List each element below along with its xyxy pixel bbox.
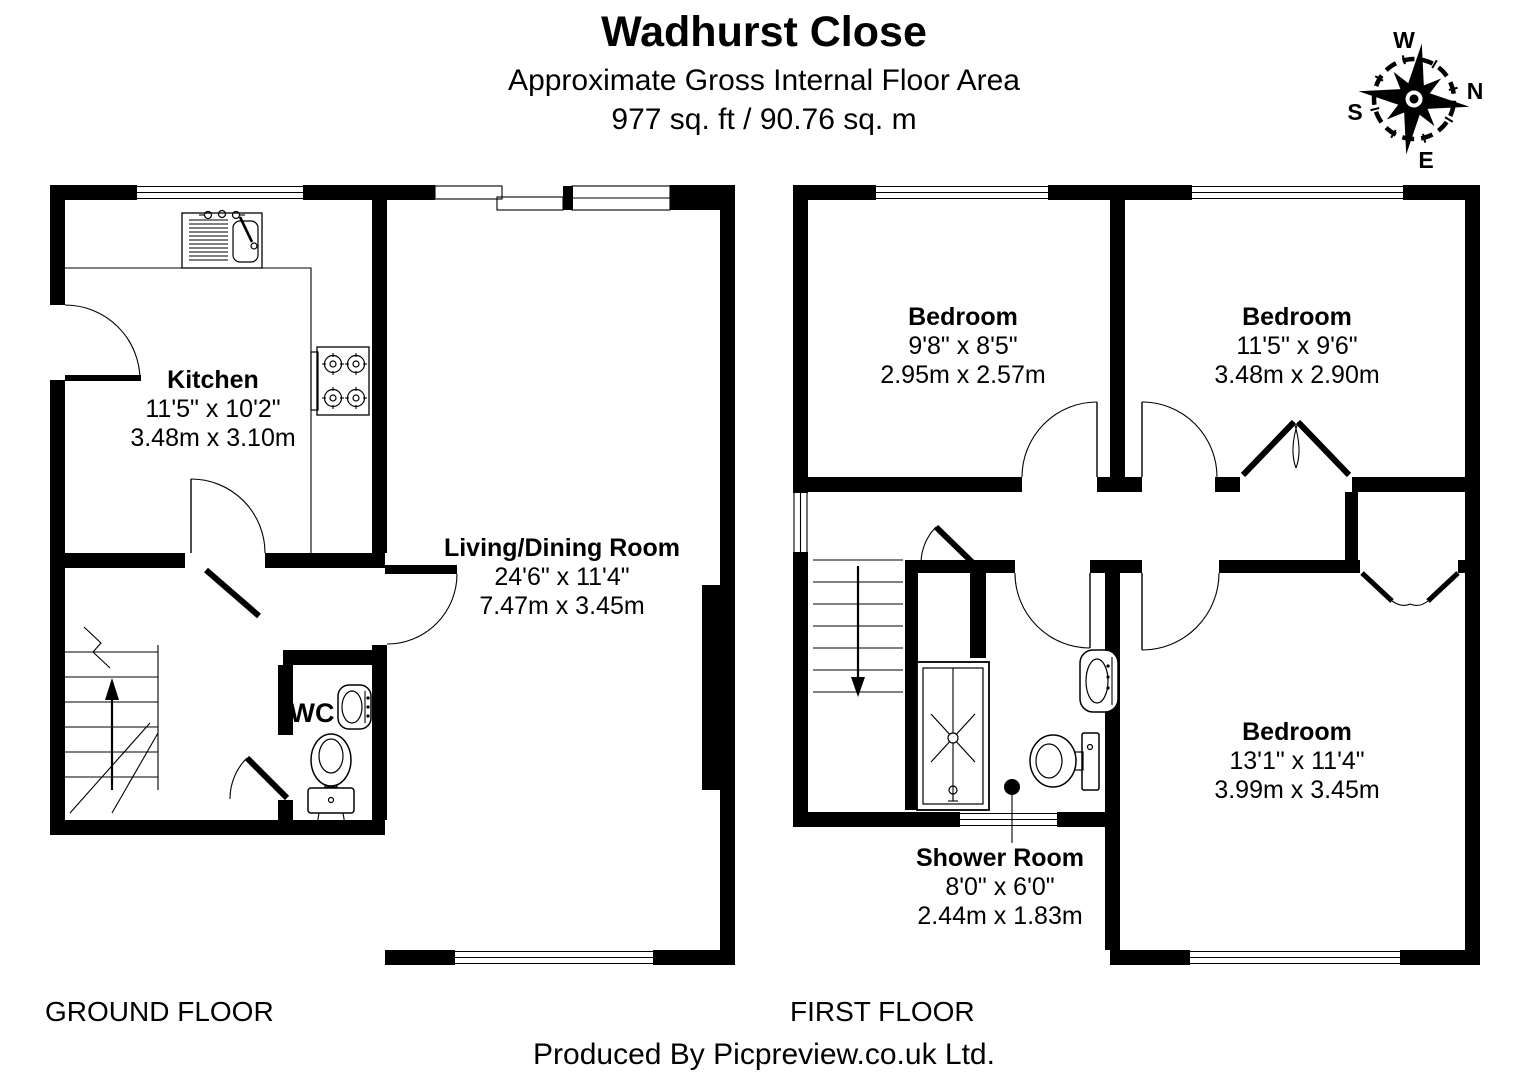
door-leaf xyxy=(385,565,457,574)
gf-windows xyxy=(137,185,671,965)
gf-toilet-icon xyxy=(307,733,355,832)
first-floor-label: FIRST FLOOR xyxy=(790,996,975,1027)
sink-icon xyxy=(181,209,263,269)
closet-door-leaf xyxy=(1240,419,1297,478)
closet-door-leaf xyxy=(1295,419,1352,478)
door-arc xyxy=(1021,401,1098,478)
ff-windows xyxy=(793,185,1403,965)
door-leaf xyxy=(65,375,141,381)
door-arc xyxy=(1141,572,1220,651)
page-subtitle: Approximate Gross Internal Floor Area xyxy=(508,64,1020,97)
door-leaf xyxy=(244,755,290,801)
wardrobe-door-leaf xyxy=(1426,571,1460,603)
room-name: Shower Room xyxy=(915,844,1085,872)
room-dims-imperial: 11'5" x 9'6" xyxy=(1236,332,1358,360)
kitchen-counter-line xyxy=(65,267,312,553)
door-arc xyxy=(386,573,458,645)
gf-basin-icon xyxy=(337,684,372,730)
wc-label: WC xyxy=(289,698,335,728)
door-arc xyxy=(1391,600,1411,607)
door-arc xyxy=(1293,421,1300,469)
gf-walls xyxy=(50,185,735,965)
living-dining-label: Living/Dining Room 24'6" x 11'4" 7.47m x… xyxy=(444,534,680,621)
room-dims-metric: 7.47m x 3.45m xyxy=(479,592,645,620)
door-arc xyxy=(190,478,266,554)
ff-toilet-icon xyxy=(1029,732,1100,791)
door-leaf xyxy=(933,524,976,566)
door-arc xyxy=(1141,401,1218,478)
door-arc xyxy=(229,757,248,800)
page-title: Wadhurst Close xyxy=(601,8,927,56)
gf-stairs-icon xyxy=(65,626,159,814)
floor-area-text: 977 sq. ft / 90.76 sq. m xyxy=(611,103,917,136)
room-dims-imperial: 9'8" x 8'5" xyxy=(908,332,1018,360)
bedroom-top-right-label: Bedroom 11'5" x 9'6" 3.48m x 2.90m xyxy=(1214,303,1379,390)
door-arc xyxy=(1292,421,1299,469)
room-name: Bedroom xyxy=(1242,303,1352,331)
first-floor-plan xyxy=(793,185,1480,965)
shower-room-callout xyxy=(1004,779,1020,846)
room-name: Kitchen xyxy=(167,366,259,394)
ground-floor-plan xyxy=(50,185,735,965)
room-name: Bedroom xyxy=(1242,718,1352,746)
bedroom-bottom-label: Bedroom 13'1" x 11'4" 3.99m x 3.45m xyxy=(1214,718,1379,805)
room-dims-imperial: 13'1" x 11'4" xyxy=(1229,747,1365,775)
kitchen-label: Kitchen 11'5" x 10'2" 3.48m x 3.10m xyxy=(130,366,295,453)
hob-icon xyxy=(310,346,370,416)
stairs-down-arrow xyxy=(851,566,865,697)
door-leaf xyxy=(204,567,261,619)
room-dims-metric: 2.95m x 2.57m xyxy=(880,361,1046,389)
compass-rose-icon xyxy=(1358,43,1470,155)
ff-stairs-icon xyxy=(813,559,903,697)
shower-icon xyxy=(916,661,990,811)
door-arc xyxy=(920,526,937,564)
door-arc xyxy=(1014,572,1091,649)
room-dims-metric: 3.99m x 3.45m xyxy=(1214,776,1380,804)
gf-doors xyxy=(64,304,458,801)
compass-label-s: S xyxy=(1347,99,1363,125)
compass-label-e: E xyxy=(1418,147,1434,173)
ff-doors xyxy=(920,401,1460,651)
compass-label-w: W xyxy=(1393,27,1415,53)
room-dims-imperial: 8'0" x 6'0" xyxy=(945,873,1055,901)
shower-room-label: Shower Room 8'0" x 6'0" 2.44m x 1.83m xyxy=(909,843,1091,932)
stairs-up-arrow xyxy=(105,678,119,790)
compass-label-n: N xyxy=(1466,78,1484,104)
room-name: Living/Dining Room xyxy=(443,534,681,562)
ff-basin-icon xyxy=(1079,649,1119,713)
ff-walls xyxy=(793,185,1480,965)
room-name: Bedroom xyxy=(908,303,1018,331)
wardrobe-door-leaf xyxy=(1360,571,1394,603)
room-dims-metric: 2.44m x 1.83m xyxy=(917,902,1083,930)
ground-floor-label: GROUND FLOOR xyxy=(45,996,274,1027)
door-arc xyxy=(64,304,141,381)
room-dims-imperial: 11'5" x 10'2" xyxy=(145,395,281,423)
bedroom-top-left-label: Bedroom 9'8" x 8'5" 2.95m x 2.57m xyxy=(880,303,1045,390)
room-dims-metric: 3.48m x 2.90m xyxy=(1214,361,1380,389)
door-arc xyxy=(1409,600,1429,607)
room-dims-metric: 3.48m x 3.10m xyxy=(130,424,296,452)
producer-credit: Produced By Picpreview.co.uk Ltd. xyxy=(533,1038,995,1071)
room-dims-imperial: 24'6" x 11'4" xyxy=(494,563,630,591)
